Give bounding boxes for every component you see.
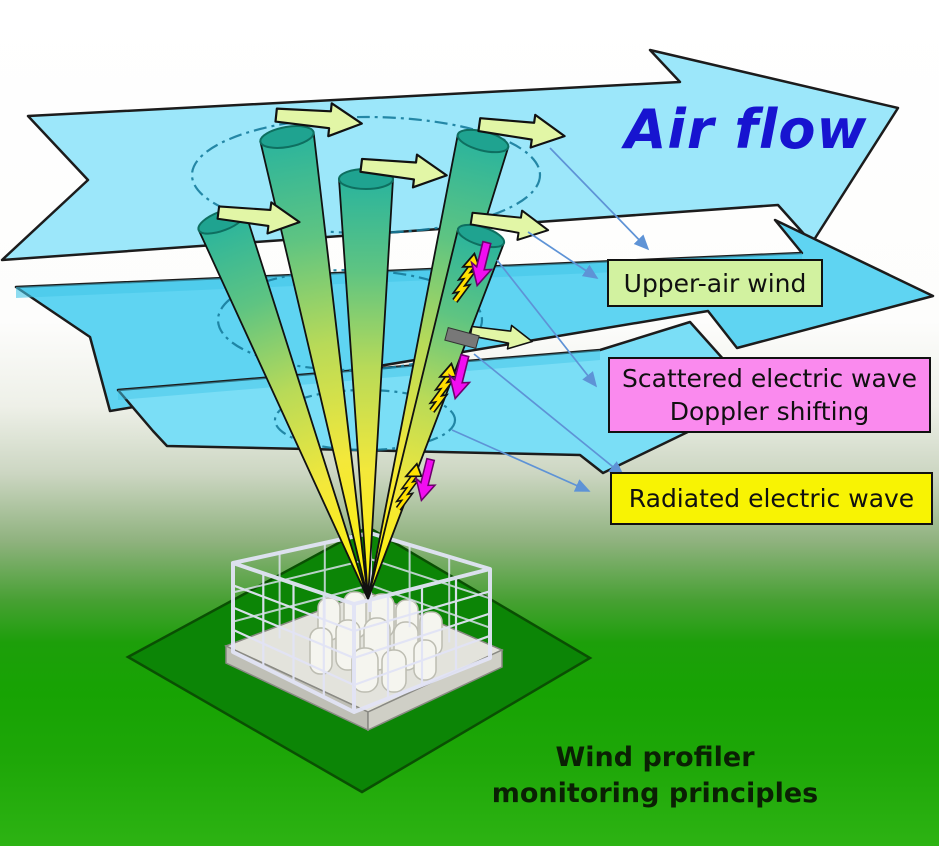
antenna-element — [309, 627, 333, 675]
leader-arrow — [496, 259, 598, 388]
beam-cone-2 — [259, 125, 369, 600]
scatter-layer-slab — [444, 326, 480, 350]
cage-front-grid — [232, 573, 491, 699]
plane-edge-shade — [16, 253, 802, 298]
label-radiated-text: Radiated electric wave — [628, 484, 915, 513]
cage-back-grid — [232, 542, 491, 643]
beam-cap — [259, 125, 315, 149]
beam-cone-1 — [197, 207, 369, 600]
caption-line1: Wind profiler — [555, 742, 755, 773]
leader-arrow — [549, 147, 650, 251]
label-upper-air-wind: Upper-air wind — [607, 259, 823, 307]
label-scattered-line1: Scattered electric wave — [622, 364, 917, 393]
label-scattered-line2: Doppler shifting — [669, 397, 870, 426]
caption-line2: monitoring principles — [491, 778, 819, 809]
leader-arrow — [473, 353, 625, 477]
leader-arrow — [527, 231, 599, 279]
scan-circle-bottom — [273, 388, 457, 452]
page-title: Air flow — [624, 98, 868, 161]
label-radiated: Radiated electric wave — [610, 472, 933, 525]
label-scattered-doppler: Scattered electric wave Doppler shifting — [608, 357, 931, 433]
leader-arrow — [451, 429, 591, 492]
label-upper-air-wind-text: Upper-air wind — [623, 268, 807, 298]
caption: Wind profiler monitoring principles — [460, 740, 850, 812]
